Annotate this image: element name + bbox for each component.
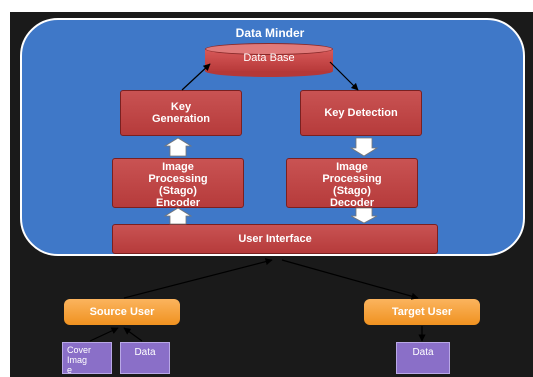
diagram-title: Data Minder <box>235 26 305 40</box>
block-arrow-decoder-to-ui <box>350 207 378 224</box>
source-user-box: Source User <box>64 299 180 325</box>
arrow-keygen-to-database <box>181 63 211 91</box>
decoder-label-line: Processing <box>322 173 382 185</box>
key-detection-label: Key Detection <box>324 107 398 119</box>
key-generation-label: Key Generation <box>151 101 211 125</box>
encoder-label-line: Encoder <box>155 197 200 208</box>
target-user-box: Target User <box>364 299 480 325</box>
cover-image-label-line: Cover <box>67 345 92 355</box>
decoder-label-line: Decoder <box>329 197 375 208</box>
user-interface-box: User Interface <box>112 224 438 254</box>
key-generation-box: Key Generation <box>120 90 242 136</box>
target-user-label: Target User <box>391 306 453 318</box>
encoder-label-line: Image <box>162 161 194 173</box>
source-data-document: Data <box>120 342 170 374</box>
block-arrow-encoder-to-keygen <box>163 137 193 157</box>
cover-image-label-line: e <box>67 365 73 375</box>
block-arrow-ui-to-encoder <box>163 207 193 225</box>
decoder-label-line: Image <box>336 161 368 173</box>
database-node: Data Base <box>205 43 333 77</box>
arrow-data-to-source <box>123 327 143 342</box>
cover-image-label-line: Imag <box>67 355 88 365</box>
decoder-label-line: (Stago) <box>333 185 371 197</box>
encoder-label: Image Processing (Stago) Encoder <box>148 161 208 208</box>
source-user-label: Source User <box>89 306 155 318</box>
image-processing-decoder-box: Image Processing (Stago) Decoder <box>286 158 418 208</box>
database-cylinder-body <box>205 49 333 71</box>
source-data-label: Data <box>134 347 156 358</box>
arrow-database-to-keydetect <box>329 61 359 91</box>
image-processing-encoder-box: Image Processing (Stago) Encoder <box>112 158 244 208</box>
arrow-cover-to-source <box>89 327 119 342</box>
encoder-label-line: Processing <box>148 173 208 185</box>
key-detection-box: Key Detection <box>300 90 422 136</box>
user-interface-label: User Interface <box>238 233 312 245</box>
block-arrow-keydetect-to-decoder <box>349 137 379 157</box>
database-label: Data Base <box>243 52 295 64</box>
cover-image-document: Cover Imag e <box>62 342 112 375</box>
arrow-ui-to-target <box>281 259 419 300</box>
target-data-document: Data <box>396 342 450 374</box>
encoder-label-line: (Stago) <box>159 185 197 197</box>
arrow-source-to-ui <box>123 258 273 299</box>
decoder-label: Image Processing (Stago) Decoder <box>322 161 382 208</box>
target-data-label: Data <box>412 347 434 358</box>
database-cylinder-top <box>205 43 333 55</box>
